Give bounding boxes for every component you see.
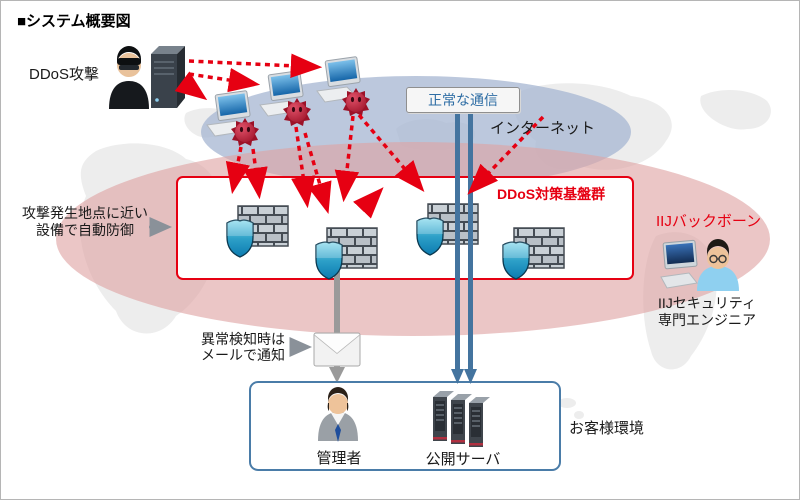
public-server-label: 公開サーバ <box>425 451 501 468</box>
ddos-attack-label: DDoS攻撃 <box>29 66 100 83</box>
attack-arrows <box>174 53 545 219</box>
shield-icon <box>502 241 530 280</box>
infected-pc-icon-3 <box>316 56 361 103</box>
admin-icon <box>318 387 358 442</box>
infected-pc-icon-2 <box>259 70 304 117</box>
internet-label: インターネット <box>490 120 596 137</box>
shield-icon <box>416 217 444 256</box>
firewall-icon-1 <box>226 205 289 258</box>
customer-environment-label: お客様環境 <box>569 420 645 437</box>
normal-traffic-label: 正常な通信 <box>428 92 498 108</box>
firewall-icon-4 <box>502 227 565 280</box>
normal-traffic-label-box: 正常な通信 <box>406 87 520 113</box>
mail-notify-label: 異常検知時は メールで通知 <box>201 331 285 363</box>
attacker-icon <box>109 46 149 109</box>
page-title: ■システム概要図 <box>17 13 131 30</box>
firewall-icon-2 <box>315 227 378 280</box>
virus-icon-3 <box>342 88 370 116</box>
auto-defense-label: 攻撃発生地点に近い 設備で自動防御 <box>22 205 148 238</box>
engineer-icon <box>660 239 739 291</box>
customer-environment-box <box>249 381 561 471</box>
shield-icon <box>226 219 254 258</box>
normal-traffic-lines <box>451 113 477 384</box>
admin-label: 管理者 <box>316 450 362 467</box>
shield-icon <box>315 241 343 280</box>
public-server-icon <box>433 391 490 447</box>
engineer-label: IIJセキュリティ 専門エンジニア <box>658 295 756 328</box>
virus-icon-2 <box>283 98 311 126</box>
virus-icon-1 <box>231 118 259 146</box>
ddos-group-label: DDoS対策基盤群 <box>497 186 606 202</box>
backbone-label: IIJバックボーン <box>656 213 762 230</box>
attacker-server-icon <box>151 46 185 108</box>
mail-icon <box>313 332 361 367</box>
